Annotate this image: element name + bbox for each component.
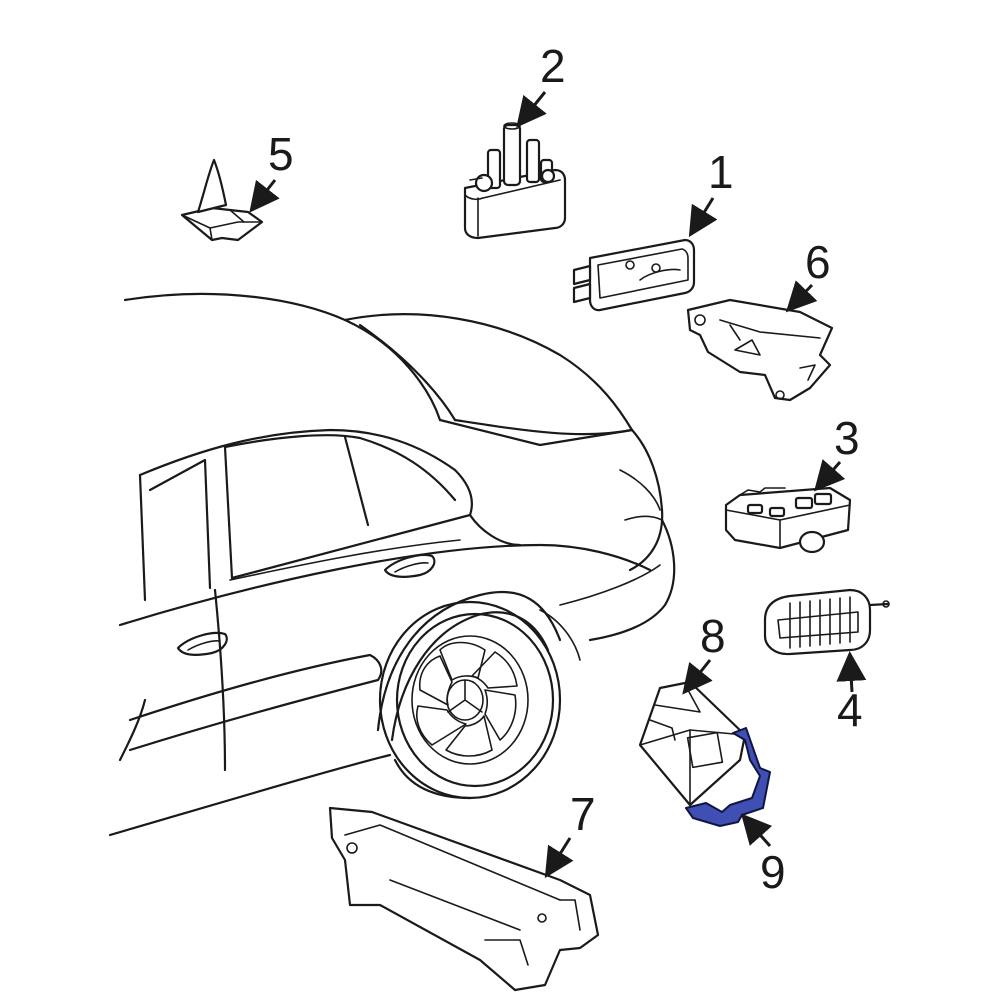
part-2-module[interactable] (463, 122, 567, 240)
part-6-bracket[interactable] (686, 298, 834, 402)
callout-2: 2 (540, 40, 566, 92)
part-1-control-unit[interactable] (572, 238, 696, 312)
callout-4: 4 (837, 684, 863, 736)
callout-7: 7 (570, 788, 596, 840)
part-9-bracket-highlighted[interactable] (685, 727, 771, 827)
callout-8: 8 (700, 610, 726, 662)
part-5-antenna[interactable] (180, 158, 264, 242)
callout-5: 5 (268, 128, 294, 180)
part-7-bracket-rail[interactable] (328, 806, 600, 992)
car-illustration (108, 292, 676, 837)
part-4-lamp[interactable] (763, 588, 890, 656)
callout-arrows (249, 91, 867, 879)
callout-6: 6 (805, 236, 831, 288)
callout-1: 1 (708, 146, 734, 198)
callout-9: 9 (760, 846, 786, 898)
part-3-switch-unit[interactable] (724, 486, 852, 554)
part-8-module[interactable] (638, 680, 747, 807)
callout-3: 3 (834, 412, 860, 464)
